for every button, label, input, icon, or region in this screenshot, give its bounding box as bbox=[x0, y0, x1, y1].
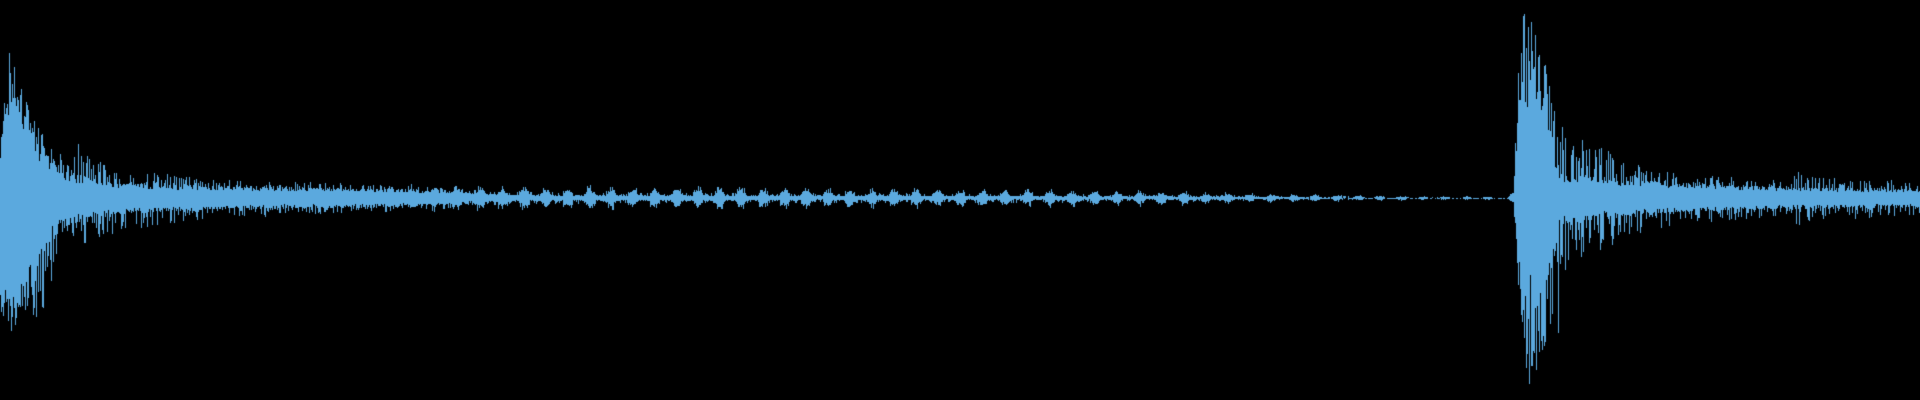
audio-waveform bbox=[0, 0, 1920, 400]
waveform-panel bbox=[0, 0, 1920, 400]
